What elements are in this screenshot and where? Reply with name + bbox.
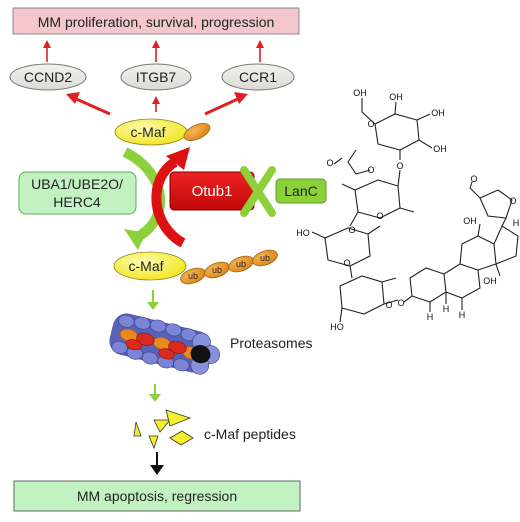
gene-itgb7-label: ITGB7 <box>136 69 177 85</box>
atom-oh: OH <box>389 92 403 102</box>
cmaf-top-label: c-Maf <box>131 124 166 140</box>
to-apoptosis-arrow <box>150 452 164 475</box>
gene-ccr1-label: CCR1 <box>239 69 277 85</box>
peptides-label: c-Maf peptides <box>204 426 296 442</box>
deubiquitination-arrow <box>151 147 190 248</box>
atom-o: O <box>343 258 350 268</box>
gene-itgb7: ITGB7 <box>120 63 192 91</box>
top-outcome-box: MM proliferation, survival, progression <box>12 7 300 35</box>
atom-o: O <box>397 298 404 308</box>
top-outcome-label: MM proliferation, survival, progression <box>38 14 275 30</box>
atom-oh: OH <box>353 88 367 98</box>
atom-oh: OH <box>431 108 445 118</box>
atom-o: O <box>470 174 477 184</box>
cmaf-to-gene-arrows <box>66 92 248 116</box>
ub-tag-label: ub <box>260 253 270 263</box>
atom-o: O <box>396 161 403 171</box>
atom-o: O <box>367 165 374 175</box>
atom-o: O <box>367 119 374 129</box>
ub-tag-label: ub <box>212 265 222 275</box>
gene-ccnd2-label: CCND2 <box>24 69 72 85</box>
atom-ho: HO <box>296 228 310 238</box>
ub-tag: ub <box>252 249 278 267</box>
cmaf-protein-top: c-Maf <box>114 118 211 146</box>
peptide-fragments-icon <box>133 409 194 450</box>
ub-tag: ub <box>228 255 254 273</box>
atom-ho: HO <box>330 322 344 332</box>
atom-oh: OH <box>483 276 497 286</box>
otub1-box: Otub1 <box>169 171 255 211</box>
atom-h: H <box>427 312 434 322</box>
gene-ccnd2: CCND2 <box>9 63 87 91</box>
inhibition-x-icon <box>240 166 276 217</box>
ub-tag: ub <box>204 261 230 279</box>
proteasomes-label: Proteasomes <box>230 335 312 351</box>
atom-o: O <box>509 196 516 206</box>
otub1-label: Otub1 <box>192 183 233 200</box>
atom-o: O <box>348 225 355 235</box>
bottom-outcome-label: MM apoptosis, regression <box>77 488 237 504</box>
atom-h: H <box>443 304 450 314</box>
atom-o: O <box>385 300 392 310</box>
cmaf-ubiquitinated: c-Maf ub ub ub ub <box>113 249 278 285</box>
ub-tag: ub <box>180 267 206 285</box>
ligase-box: UBA1/UBE2O/ HERC4 <box>18 171 137 215</box>
atom-h: H <box>459 310 466 320</box>
cmaf-ub-label: c-Maf <box>129 258 164 274</box>
atom-o: O <box>326 158 333 168</box>
lanc-box: LanC <box>275 178 327 204</box>
lanatoside-c-atom-labels: OH O OH OH OH O O O O HO O O O HO O O O … <box>296 88 519 332</box>
proteasome-icon <box>109 313 220 375</box>
gene-ccr1: CCR1 <box>221 63 295 91</box>
lanatoside-c-structure-icon <box>311 98 519 323</box>
ub-tag-label: ub <box>236 259 246 269</box>
atom-o: O <box>376 211 383 221</box>
ligase-line1: UBA1/UBE2O/ <box>31 176 123 192</box>
bottom-outcome-box: MM apoptosis, regression <box>13 480 301 512</box>
atom-oh: OH <box>433 144 447 154</box>
ligase-line2: HERC4 <box>53 194 101 210</box>
gene-to-outcome-arrows <box>43 40 264 62</box>
to-proteasome-arrow <box>147 290 159 310</box>
to-peptides-arrow <box>149 384 161 402</box>
atom-h: H <box>513 218 520 228</box>
atom-oh: OH <box>463 216 477 226</box>
ub-tag-label: ub <box>188 271 198 281</box>
lanc-label: LanC <box>284 183 317 199</box>
